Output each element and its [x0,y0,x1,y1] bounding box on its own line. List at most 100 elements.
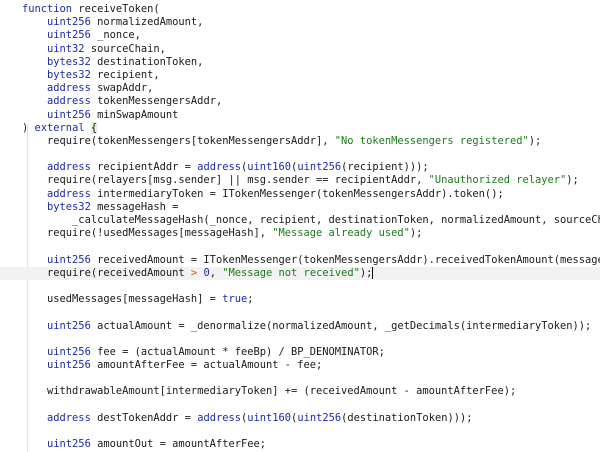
code-line[interactable]: address recipientAddr = address(uint160(… [0,161,600,174]
code-text: amountAfterFee = actualAmount - fee; [90,359,323,372]
param-name: swapAddr, [97,82,154,95]
code-text: usedMessages[messageHash] = [47,293,223,306]
type: uint256 [297,411,342,424]
type: uint160 [247,161,292,174]
type: bytes32 [47,55,91,68]
code-text: intermediaryToken = ITokenMessenger(toke… [90,187,504,200]
code-text: actualAmount = _denormalize(normalizedAm… [90,319,592,332]
code-line[interactable]: withdrawableAmount[intermediaryToken] +=… [0,385,600,398]
code-line[interactable]: address destTokenAddr = address(uint160(… [0,412,600,425]
text-cursor [372,266,374,279]
code-line[interactable]: uint256 _nonce, [0,29,600,42]
type: uint256 [297,161,342,174]
code-text: ); [528,134,542,147]
code-line[interactable]: uint256 fee = (actualAmount * feeBp) / B… [0,346,600,359]
type: address [47,95,91,108]
string-literal: "Message not received" [222,266,360,279]
brace-match: { [90,121,98,134]
type: uint160 [247,411,292,424]
code-line[interactable]: uint256 actualAmount = _denormalize(norm… [0,320,600,333]
param-name: _nonce, [97,29,141,42]
code-line[interactable]: bytes32 recipient, [0,69,600,82]
code-text: require(relayers[msg.sender] || msg.send… [47,174,429,187]
code-line[interactable]: uint256 amountOut = amountAfterFee; [0,438,600,451]
code-text: _calculateMessageHash(_nonce, recipient,… [72,214,600,226]
code-text: ); [409,227,423,240]
type: uint256 [47,319,91,332]
blank-line [0,372,600,385]
blank-line [0,425,600,438]
string-literal: "No tokenMessengers registered" [334,134,529,147]
code-text: (destinationToken))); [341,411,473,424]
type: address [197,411,241,424]
code-text: receivedAmount = ITokenMessenger(tokenMe… [90,253,600,266]
function-name: receiveToken( [78,3,160,15]
blank-line [0,333,600,346]
code-line[interactable]: require(tokenMessengers[tokenMessengersA… [0,135,600,148]
code-text: messageHash = [90,200,179,213]
code-text: ); [566,174,579,187]
code-line[interactable]: require(relayers[msg.sender] || msg.send… [0,174,600,187]
type: address [47,82,91,95]
code-line[interactable]: require(!usedMessages[messageHash], "Mes… [0,227,600,240]
code-line[interactable]: address intermediaryToken = ITokenMessen… [0,188,600,201]
keyword: true [222,293,248,306]
code-line[interactable]: uint256 minSwapAmount [0,109,600,122]
type: uint256 [47,29,91,42]
type: uint256 [47,359,91,372]
param-name: tokenMessengersAddr, [97,95,223,108]
current-line[interactable]: require(receivedAmount > 0, "Message not… [0,266,600,280]
code-line[interactable]: address tokenMessengersAddr, [0,95,600,108]
string-literal: "Message already used" [272,227,410,240]
type: uint256 [47,16,91,29]
code-text: fee = (actualAmount * feeBp) / BP_DENOMI… [90,345,385,358]
param-name: minSwapAmount [97,108,179,121]
type: address [197,161,241,174]
code-line[interactable]: bytes32 destinationToken, [0,56,600,69]
code-text: ); [359,266,373,279]
code-line[interactable]: usedMessages[messageHash] = true; [0,293,600,306]
code-text: ; [247,293,254,306]
param-name: normalizedAmount, [97,16,204,29]
code-line[interactable]: uint256 amountAfterFee = actualAmount - … [0,359,600,372]
code-text: recipientAddr = [90,161,198,174]
type: bytes32 [47,68,91,81]
code-text: withdrawableAmount[intermediaryToken] +=… [47,385,517,398]
code-text: require(receivedAmount [47,266,191,279]
code-line[interactable]: uint32 sourceChain, [0,43,600,56]
param-name: destinationToken, [97,55,204,68]
number-literal: 0 [203,266,210,279]
keyword: function [22,3,73,15]
code-text: ( [291,161,298,174]
blank-line [0,306,600,319]
type: uint256 [47,253,91,266]
code-text: (recipient))); [341,161,429,174]
keyword: external [34,121,85,134]
blank-line [0,240,600,253]
code-line[interactable]: ) external { [0,121,600,135]
type: uint256 [47,438,91,451]
code-line[interactable]: function receiveToken( [0,3,600,16]
type: bytes32 [47,200,91,213]
type: address [47,187,91,200]
code-line[interactable]: _calculateMessageHash(_nonce, recipient,… [0,214,600,227]
code-line[interactable]: address swapAddr, [0,82,600,95]
code-line[interactable]: bytes32 messageHash = [0,201,600,214]
indent-guide [27,124,28,452]
type: address [47,161,91,174]
code-text: ( [291,411,298,424]
param-name: sourceChain, [90,42,166,55]
blank-line [0,399,600,412]
code-text: ( [240,161,248,174]
code-text: ( [240,411,248,424]
type: uint256 [47,108,91,121]
paren: ) [22,121,29,134]
type: address [47,411,91,424]
blank-line [0,148,600,161]
code-line[interactable]: uint256 normalizedAmount, [0,16,600,29]
code-text: require(!usedMessages[messageHash], [47,227,273,240]
code-line[interactable]: uint256 receivedAmount = ITokenMessenger… [0,254,600,267]
type: uint256 [47,345,91,358]
param-name: recipient, [97,68,160,81]
